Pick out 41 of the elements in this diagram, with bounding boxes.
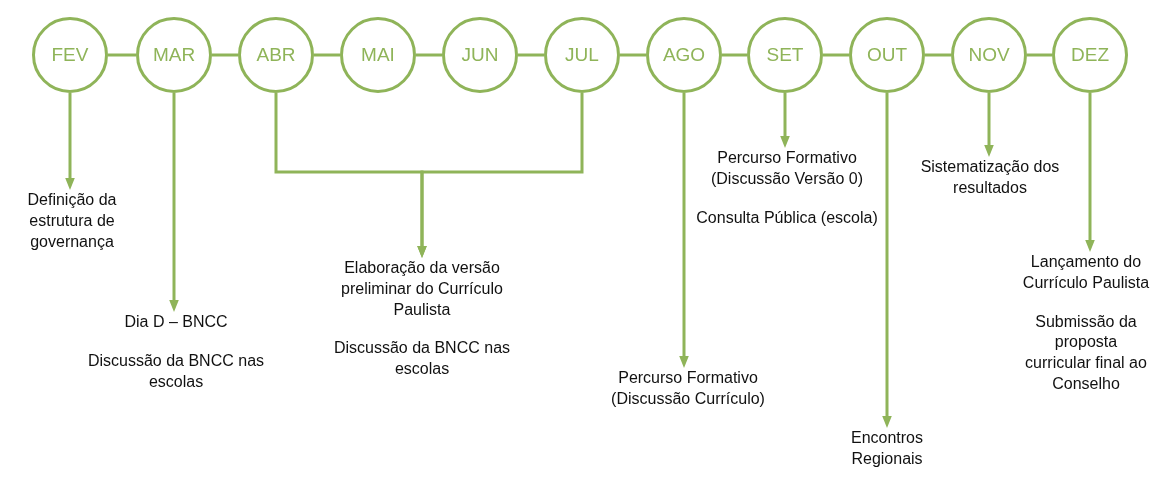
event-text: Elaboração da versão preliminar do Currículo Paulista bbox=[340, 258, 504, 320]
month-label: DEZ bbox=[1071, 44, 1109, 66]
arrow bbox=[679, 93, 689, 368]
month-label: MAR bbox=[152, 44, 196, 66]
arrow bbox=[984, 93, 994, 157]
arrow bbox=[417, 93, 584, 258]
event-text: Encontros Regionais bbox=[849, 428, 924, 469]
event-text: Discussão da BNCC nas escolas bbox=[332, 338, 512, 380]
event-text: Dia D – BNCC bbox=[124, 312, 228, 332]
connector-line bbox=[925, 53, 951, 57]
month-label: SET bbox=[766, 44, 804, 66]
month-label: NOV bbox=[968, 44, 1010, 66]
event-text: Percurso Formativo (Discussão Currículo) bbox=[610, 368, 766, 409]
event-text: Submissão da proposta curricular final ao Conselho bbox=[1024, 311, 1148, 394]
month-label: OUT bbox=[866, 44, 908, 66]
arrow bbox=[1085, 93, 1095, 252]
connector-line bbox=[212, 53, 238, 57]
arrow bbox=[780, 93, 790, 148]
event-text: Consulta Pública (escola) bbox=[696, 207, 878, 228]
event-text: Lançamento do Currículo Paulista bbox=[1021, 252, 1151, 293]
connector-line bbox=[518, 53, 544, 57]
connector-line bbox=[108, 53, 136, 57]
arrow bbox=[65, 93, 75, 190]
event-text: Sistematização dos resultados bbox=[919, 157, 1061, 198]
connector-line bbox=[1027, 53, 1052, 57]
month-label: JUL bbox=[565, 44, 599, 66]
connector-line bbox=[823, 53, 849, 57]
connector-line bbox=[620, 53, 646, 57]
month-label: FEV bbox=[51, 44, 89, 66]
event-text: Definição da estrutura de governança bbox=[26, 190, 118, 252]
connector-line bbox=[416, 53, 442, 57]
arrow bbox=[882, 93, 892, 428]
month-label: AGO bbox=[662, 44, 706, 66]
month-label: JUN bbox=[461, 44, 499, 66]
event-text: Percurso Formativo (Discussão Versão 0) bbox=[709, 148, 865, 189]
arrow bbox=[169, 93, 179, 312]
connector-line bbox=[314, 53, 340, 57]
month-label: MAI bbox=[361, 44, 395, 66]
event-text: Discussão da BNCC nas escolas bbox=[86, 350, 266, 392]
month-label: ABR bbox=[256, 44, 296, 66]
connector-line bbox=[722, 53, 747, 57]
